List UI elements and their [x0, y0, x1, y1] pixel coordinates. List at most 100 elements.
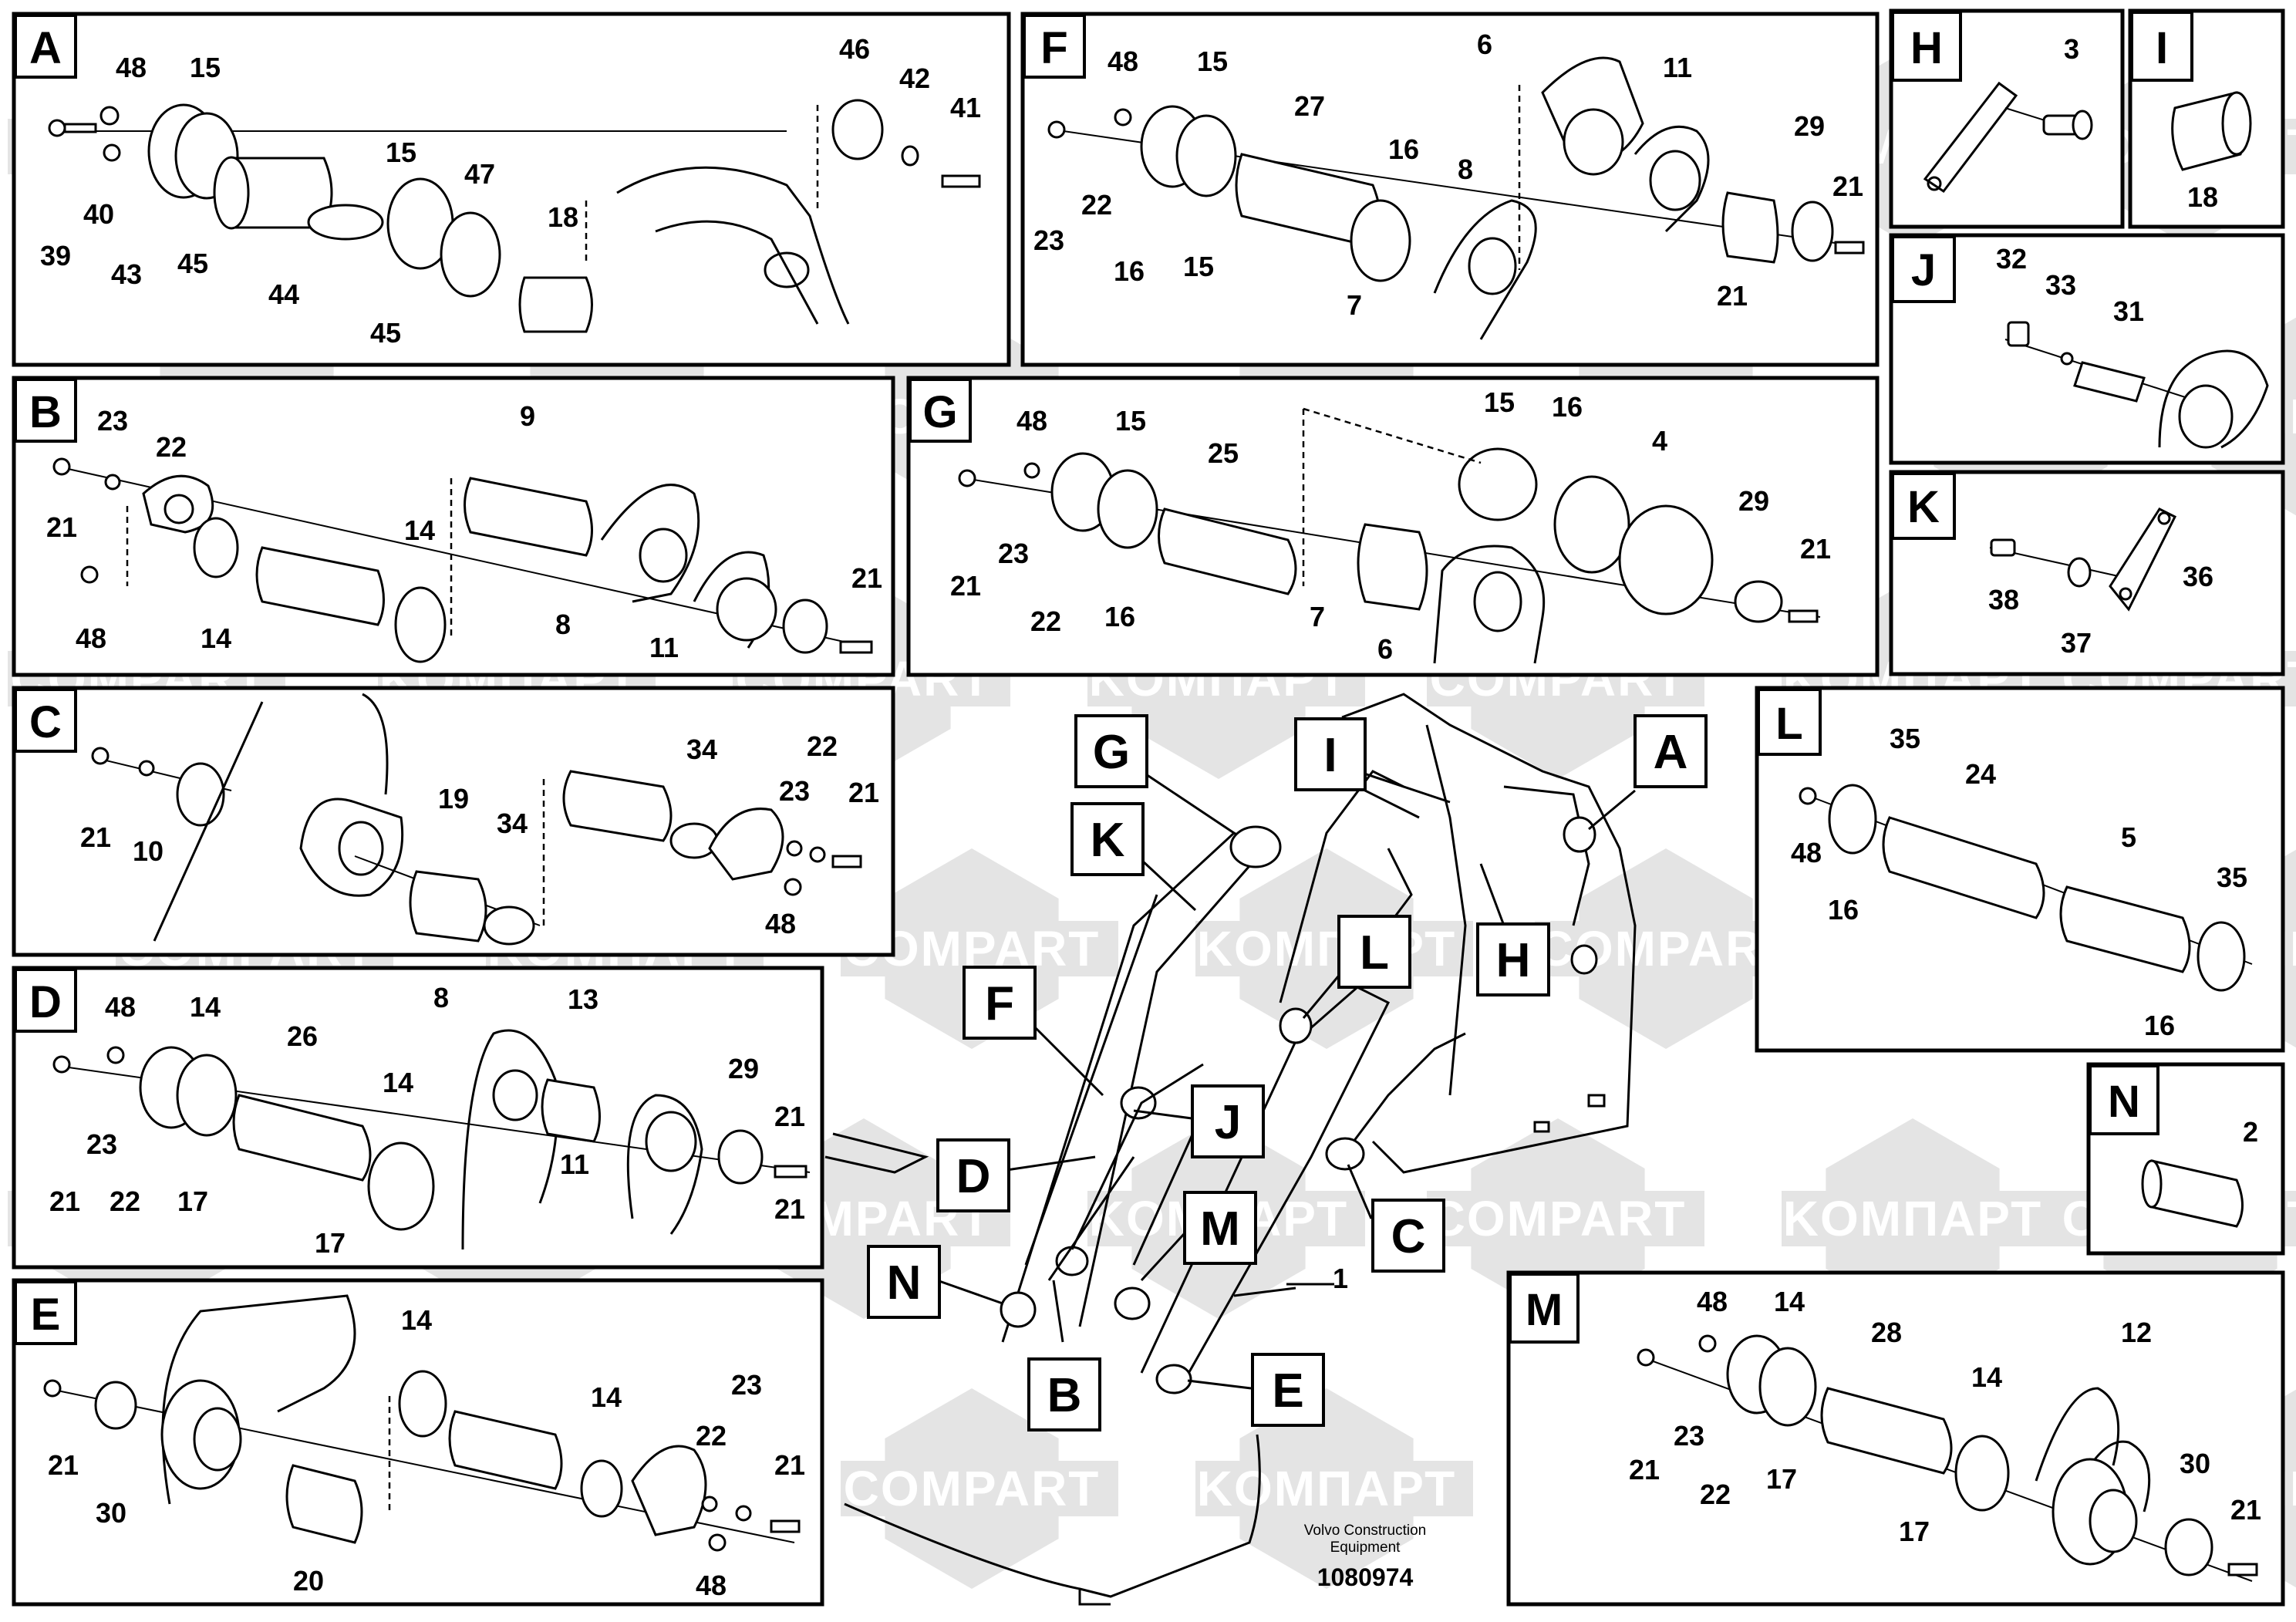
callout-g[interactable]: G: [1074, 714, 1148, 788]
part-number: 22: [1700, 1479, 1731, 1510]
svg-text:COMPART: COMPART: [1430, 1191, 1687, 1246]
part-number: 14: [591, 1381, 622, 1413]
callout-a[interactable]: A: [1633, 714, 1708, 788]
panel-k-label: K: [1907, 482, 1940, 532]
part-number: 15: [1183, 251, 1214, 282]
svg-text:C: C: [1391, 1210, 1426, 1263]
part-number: 16: [1388, 133, 1419, 165]
svg-text:KOMПАРТ: KOMПАРТ: [1197, 1461, 1456, 1516]
part-number: 22: [110, 1185, 140, 1217]
callout-j[interactable]: J: [1191, 1084, 1265, 1158]
panel-j: J 32 33 31: [1889, 233, 2285, 465]
panel-g-numbers: 48 15 25 15 16 4 29 21 21 23 22 16 7 6: [950, 386, 1831, 665]
callout-b[interactable]: B: [1027, 1357, 1101, 1431]
part-number: 29: [1738, 485, 1769, 517]
panel-a-label: A: [29, 23, 62, 73]
part-number: 8: [555, 609, 571, 640]
svg-text:K: K: [1091, 814, 1125, 867]
part-number: 38: [1988, 584, 2019, 615]
document-footer: Volvo Construction Equipment 1080974: [1304, 1523, 1426, 1591]
svg-text:L: L: [1360, 926, 1389, 980]
callout-e[interactable]: E: [1251, 1353, 1325, 1427]
part-number: 13: [568, 983, 598, 1015]
part-number: 22: [696, 1420, 727, 1452]
panel-c: C 21 10 19 34 34: [12, 686, 895, 957]
panel-e-parts: [43, 1294, 801, 1552]
part-number: 21: [46, 511, 77, 543]
part-number: 2: [2243, 1116, 2258, 1148]
panel-c-parts: [91, 693, 862, 946]
part-number: 47: [464, 158, 495, 190]
part-number: 35: [2217, 862, 2247, 893]
panel-f-parts: [1047, 56, 1865, 340]
part-number: 14: [383, 1067, 413, 1098]
callout-n[interactable]: N: [867, 1245, 941, 1319]
part-number: 29: [728, 1053, 759, 1084]
part-number: 21: [1629, 1454, 1660, 1485]
footer-document-number: 1080974: [1317, 1563, 1414, 1591]
part-number: 21: [1717, 280, 1748, 312]
svg-text:M: M: [1200, 1202, 1240, 1256]
part-number: 15: [1115, 405, 1146, 437]
callout-c[interactable]: C: [1371, 1199, 1445, 1273]
part-number: 40: [83, 198, 114, 230]
part-number: 21: [2230, 1494, 2261, 1526]
svg-text:H: H: [1496, 934, 1531, 987]
part-number: 22: [1081, 189, 1112, 221]
part-number: 45: [177, 248, 208, 279]
part-number: 48: [1791, 837, 1822, 868]
callout-l[interactable]: L: [1337, 915, 1411, 989]
svg-text:KOMПАРТ: KOMПАРТ: [1197, 921, 1456, 976]
callout-f[interactable]: F: [963, 966, 1037, 1040]
part-number: 37: [2061, 627, 2092, 659]
part-number: 10: [133, 835, 164, 867]
part-number: 33: [2045, 269, 2076, 301]
svg-text:COMPART: COMPART: [844, 1461, 1101, 1516]
panel-b-label: B: [29, 387, 62, 437]
part-number: 21: [49, 1185, 80, 1217]
part-number: 16: [1114, 255, 1145, 287]
panel-e-numbers: 14 14 23 22 21 21 30 20 48: [48, 1304, 805, 1601]
panel-f-numbers: 48 15 27 6 11 29 21 23 22 16 15 16 8 7 2…: [1033, 29, 1863, 321]
part-number: 21: [848, 777, 879, 808]
part-number: 21: [774, 1101, 805, 1132]
part-number: 48: [696, 1570, 727, 1601]
part-number: 11: [1663, 52, 1692, 83]
panel-a-parts: [48, 99, 981, 333]
callout-h[interactable]: H: [1476, 922, 1550, 996]
part-number: 21: [950, 570, 981, 602]
part-number: 29: [1794, 110, 1825, 142]
callout-i[interactable]: I: [1294, 717, 1367, 791]
part-number: 11: [560, 1148, 589, 1180]
panel-d: D 48 14 26 8 13 29 14 21 23: [12, 966, 824, 1270]
part-number: 31: [2113, 295, 2144, 327]
callout-leaders: [936, 770, 1636, 1390]
callout-k[interactable]: K: [1070, 802, 1145, 876]
part-number: 34: [497, 808, 528, 839]
panel-j-label: J: [1911, 245, 1936, 295]
svg-text:G: G: [1093, 726, 1130, 779]
part-number: 25: [1208, 437, 1239, 469]
part-number: 17: [1899, 1516, 1930, 1547]
callout-m[interactable]: M: [1183, 1191, 1257, 1265]
panel-d-parts: [52, 1029, 811, 1250]
part-number: 9: [520, 400, 535, 432]
callout-d[interactable]: D: [936, 1138, 1010, 1212]
panel-c-numbers: 21 10 19 34 34 22 23 21 48: [80, 730, 879, 939]
part-number: 15: [1484, 386, 1515, 418]
part-number: 21: [80, 821, 111, 853]
part-number: 42: [899, 62, 930, 94]
svg-text:F: F: [985, 977, 1014, 1030]
part-number: 20: [293, 1565, 324, 1597]
part-number: 23: [1033, 224, 1064, 256]
part-number: 14: [201, 622, 231, 654]
part-number: 17: [1766, 1463, 1797, 1495]
footer-company-line2: Equipment: [1330, 1539, 1401, 1556]
part-number: 35: [1890, 723, 1920, 754]
svg-text:A: A: [1654, 726, 1688, 779]
part-number: 18: [2187, 181, 2218, 213]
svg-text:I: I: [1323, 729, 1337, 782]
part-number: 30: [96, 1497, 126, 1529]
panel-l-label: L: [1775, 699, 1802, 749]
part-number: 36: [2183, 561, 2213, 592]
